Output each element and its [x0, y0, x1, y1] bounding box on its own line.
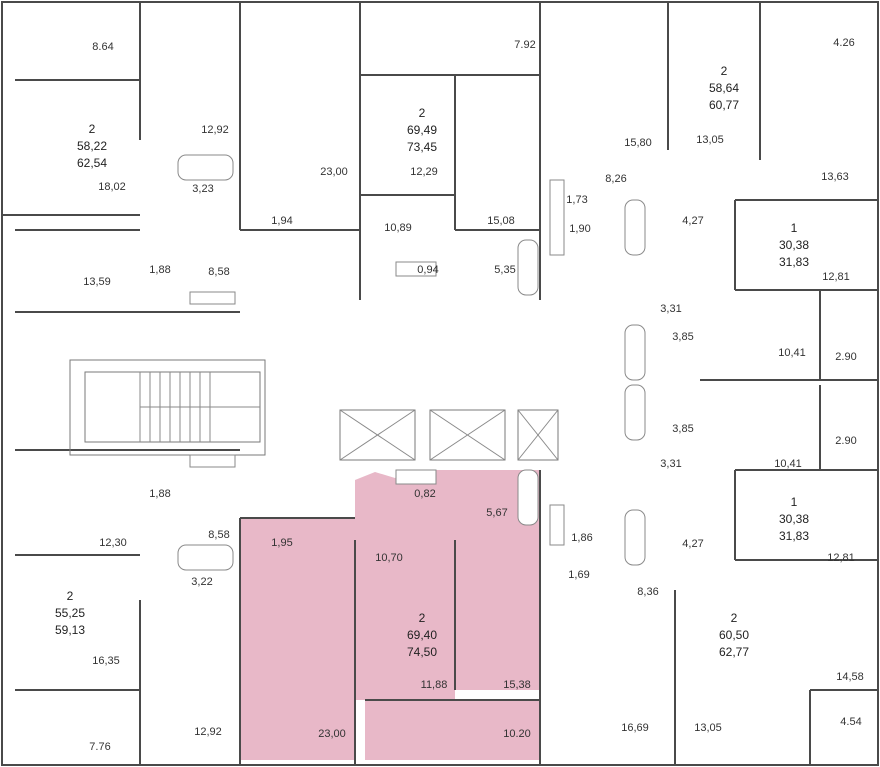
room-area-label: 3,31	[660, 458, 681, 470]
highlighted-apartment-fill	[240, 470, 540, 760]
room-area-label: 15,08	[487, 215, 515, 227]
apartment-living-area: 30,38	[779, 238, 809, 252]
apartment-living-area: 69,40	[407, 628, 437, 642]
room-area-label: 1,73	[566, 194, 587, 206]
room-area-label: 1,86	[571, 532, 592, 544]
room-area-label: 12,30	[99, 537, 127, 549]
apartment-living-area: 55,25	[55, 606, 85, 620]
room-area-label: 4.54	[840, 716, 861, 728]
highlighted-apartment[interactable]	[240, 470, 540, 760]
room-area-label: 1,95	[271, 537, 292, 549]
room-area-label: 1,94	[271, 215, 292, 227]
room-area-label: 23,00	[318, 728, 346, 740]
apartment-label: 2 58,22 62,54	[77, 122, 107, 170]
room-area-label: 10.20	[503, 728, 531, 740]
apartment-total-area: 31,83	[779, 255, 809, 269]
room-area-labels: 8.64 12,92 18,02 3,23 23,00 1,94 12,29 7…	[83, 37, 864, 753]
apartment-label: 2 55,25 59,13	[55, 589, 85, 637]
room-area-label: 2.90	[835, 435, 856, 447]
apartment-total-area: 60,77	[709, 98, 739, 112]
room-area-label: 10,89	[384, 222, 412, 234]
room-area-label: 1,88	[149, 488, 170, 500]
apartment-living-area: 30,38	[779, 512, 809, 526]
room-area-label: 13,63	[821, 171, 849, 183]
room-area-label: 12,81	[827, 552, 855, 564]
bathroom-fixtures	[177, 154, 646, 571]
room-area-label: 12,81	[822, 271, 850, 283]
apartment-total-area: 31,83	[779, 529, 809, 543]
room-area-label: 13,05	[696, 134, 724, 146]
room-area-label: 16,35	[92, 655, 120, 667]
room-area-label: 7.92	[514, 39, 535, 51]
elevator-shafts	[339, 409, 559, 461]
room-area-label: 12,92	[194, 726, 222, 738]
room-area-label: 15,80	[624, 137, 652, 149]
apartment-total-area: 59,13	[55, 623, 85, 637]
room-area-label: 11,88	[421, 679, 448, 691]
apartment-rooms-count: 2	[67, 589, 74, 603]
room-area-label: 8,58	[208, 266, 229, 278]
apartment-label: 2 60,50 62,77	[719, 611, 749, 659]
apartment-living-area: 69,49	[407, 123, 437, 137]
apartment-label: 1 30,38 31,83	[779, 221, 809, 269]
room-area-label: 10,41	[778, 347, 806, 359]
room-area-label: 1,90	[569, 223, 590, 235]
apartment-label: 2 58,64 60,77	[709, 64, 739, 112]
apartment-label: 1 30,38 31,83	[779, 495, 809, 543]
stair-core	[69, 359, 266, 456]
apartment-rooms-count: 2	[731, 611, 738, 625]
room-area-label: 5,67	[486, 507, 507, 519]
apartment-living-area: 58,64	[709, 81, 739, 95]
room-area-label: 13,59	[83, 276, 111, 288]
room-area-label: 18,02	[98, 181, 126, 193]
apartment-living-area: 60,50	[719, 628, 749, 642]
room-area-label: 4.26	[833, 37, 854, 49]
apartment-rooms-count: 2	[419, 106, 426, 120]
room-area-label: 23,00	[320, 166, 348, 178]
apartment-rooms-count: 1	[791, 221, 798, 235]
room-area-label: 3,23	[192, 183, 213, 195]
room-area-label: 1,88	[149, 264, 170, 276]
room-area-label: 12,29	[410, 166, 438, 178]
apartment-rooms-count: 2	[89, 122, 96, 136]
room-area-label: 14,58	[836, 671, 864, 683]
room-area-label: 7.76	[89, 741, 110, 753]
apartment-label: 2 69,49 73,45	[407, 106, 437, 154]
room-area-label: 8.64	[92, 41, 113, 53]
room-area-label: 3,85	[672, 331, 693, 343]
room-area-label: 4,27	[682, 215, 703, 227]
apartment-total-area: 62,54	[77, 156, 107, 170]
room-area-label: 15,38	[503, 679, 531, 691]
room-area-label: 8,26	[605, 173, 626, 185]
room-area-label: 3,22	[191, 576, 212, 588]
room-area-label: 10,41	[774, 458, 802, 470]
apartment-rooms-count: 2	[721, 64, 728, 78]
room-area-label: 5,35	[494, 264, 515, 276]
room-area-label: 8,58	[208, 529, 229, 541]
apartment-label: 2 69,40 74,50	[407, 611, 437, 659]
room-area-label: 8,36	[637, 586, 658, 598]
room-area-label: 16,69	[621, 722, 649, 734]
apartment-living-area: 58,22	[77, 139, 107, 153]
room-area-label: 4,27	[682, 538, 703, 550]
room-area-label: 3,85	[672, 423, 693, 435]
apartment-rooms-count: 2	[419, 611, 426, 625]
room-area-label: 13,05	[694, 722, 722, 734]
apartment-total-area: 62,77	[719, 645, 749, 659]
room-area-label: 10,70	[375, 552, 403, 564]
apartment-total-area: 74,50	[407, 645, 437, 659]
room-area-label: 1,69	[568, 569, 589, 581]
apartment-rooms-count: 1	[791, 495, 798, 509]
room-area-label: 2.90	[835, 351, 856, 363]
apartment-labels: 2 58,22 62,54 2 69,49 73,45 2 58,64 60,7…	[55, 64, 809, 659]
apartment-total-area: 73,45	[407, 140, 437, 154]
room-area-label: 3,31	[660, 303, 681, 315]
room-area-label: 0,82	[414, 488, 435, 500]
room-area-label: 12,92	[201, 124, 229, 136]
room-area-label: 0,94	[417, 264, 438, 276]
